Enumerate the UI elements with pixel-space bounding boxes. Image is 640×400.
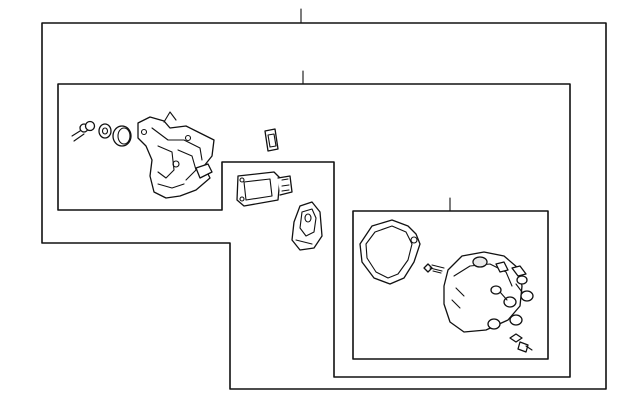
igniter-module-icon [236,171,293,207]
connector-grommet-icon [264,128,279,152]
cap-gasket-icon [359,219,421,285]
rotor-icon [291,201,323,251]
terminal-screw-icon [509,333,533,353]
distributor-subassembly-panel [57,83,571,378]
outer-assembly-panel [41,22,607,390]
cap-screw-icon [423,263,445,274]
o-ring-seal-icon [71,120,132,147]
distributor-cap-icon [443,251,534,333]
distributor-housing-icon [137,111,215,199]
